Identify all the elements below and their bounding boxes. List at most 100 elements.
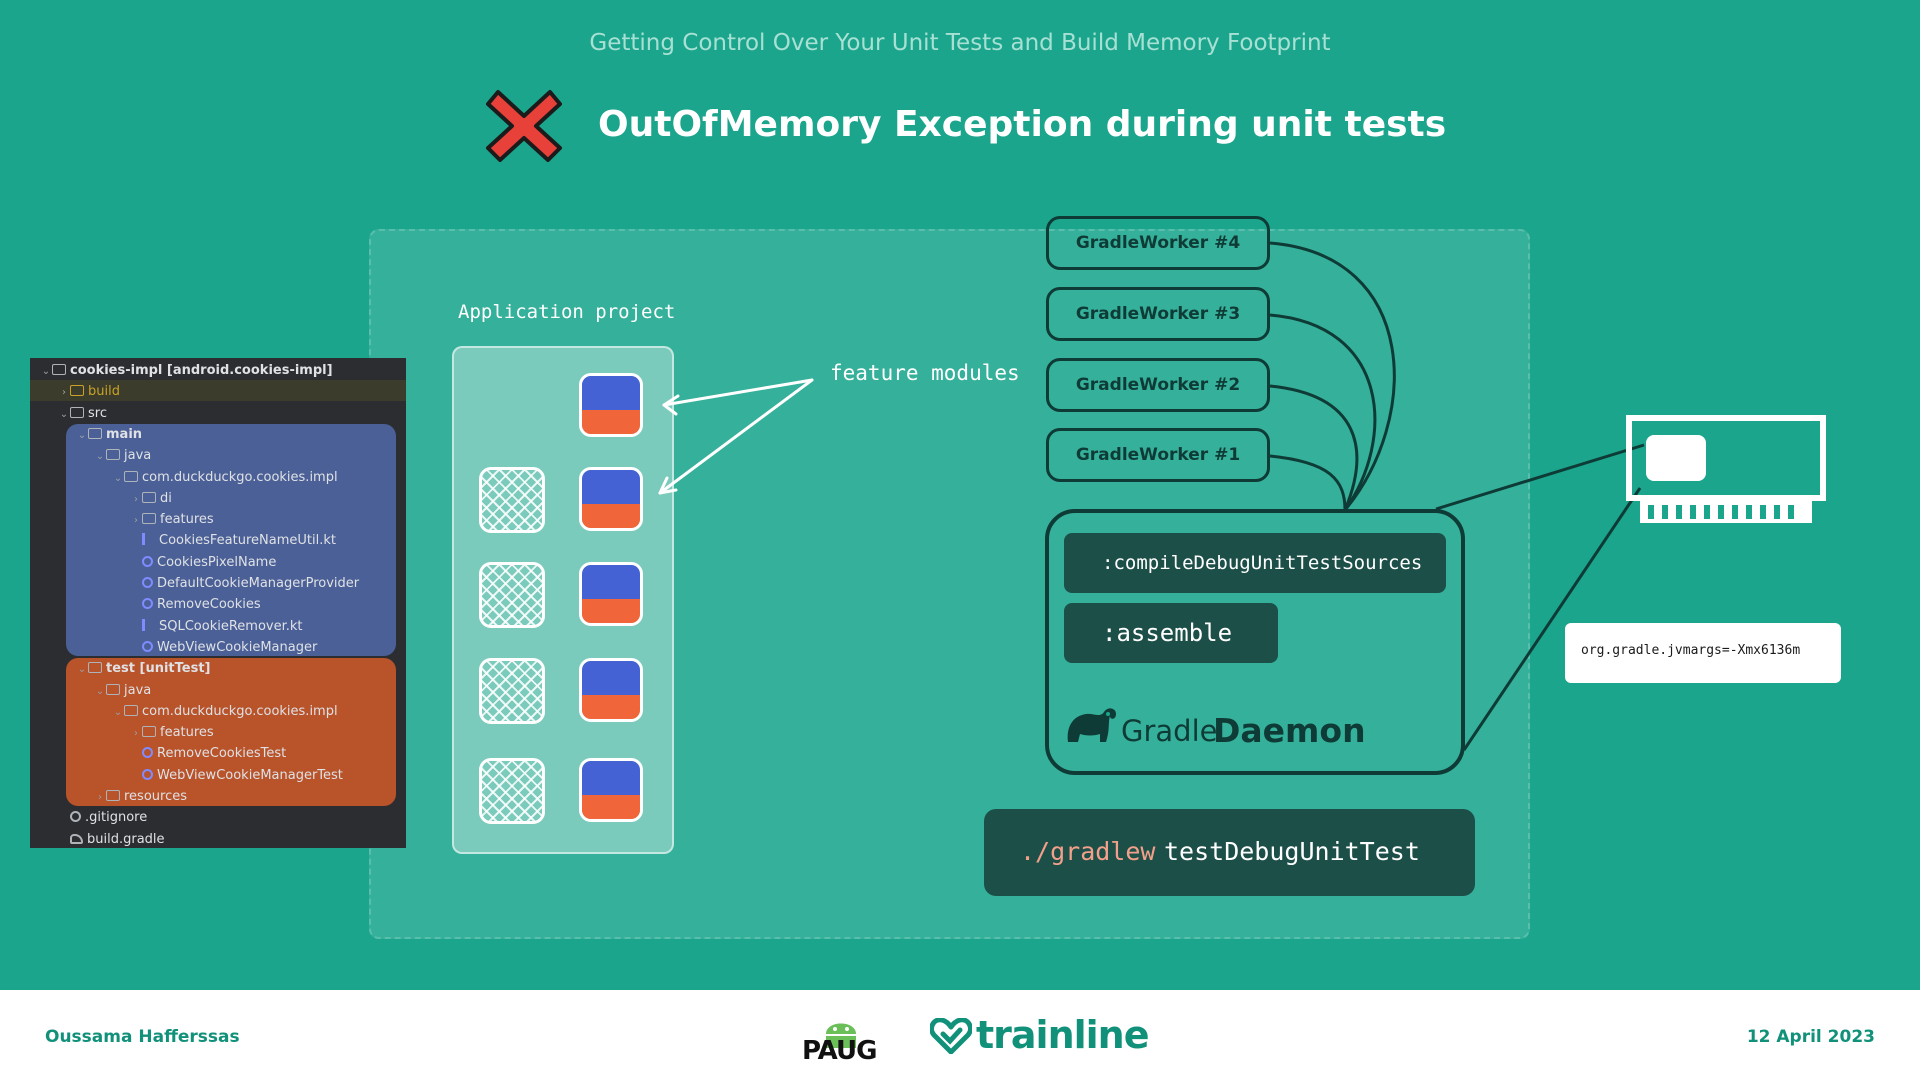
presentation-date: 12 April 2023: [1746, 1027, 1875, 1047]
chevron-down-icon[interactable]: ⌄: [41, 366, 51, 377]
build-folder-highlight: [30, 380, 406, 401]
gitignore-icon: [70, 811, 81, 823]
gradle-command-box: [984, 809, 1475, 896]
slide-title: OutOfMemory Exception during unit tests: [598, 104, 1447, 145]
command-prefix: ./gradlew: [1020, 837, 1156, 866]
tree-item-label: features: [160, 512, 214, 528]
tree-item[interactable]: ›features: [30, 722, 214, 743]
tree-item[interactable]: SQLCookieRemover.kt: [30, 616, 303, 637]
gradle-file-icon: [70, 833, 83, 844]
tree-item[interactable]: › build: [30, 381, 120, 402]
folder-icon: [70, 385, 84, 397]
folder-icon: [88, 427, 102, 439]
tree-item-label: resources: [124, 789, 188, 804]
tree-item[interactable]: CookiesFeatureNameUtil.kt: [30, 530, 336, 551]
kotlin-class-icon: [142, 640, 153, 652]
tree-item[interactable]: DefaultCookieManagerProvider: [30, 573, 359, 594]
chevron-right-icon[interactable]: ›: [62, 387, 66, 399]
app-project-label: Application project: [458, 301, 676, 323]
package-icon: [142, 513, 156, 525]
test-source-set-highlight: [66, 658, 396, 806]
tree-item[interactable]: › resources: [30, 786, 187, 807]
tree-item-label: build.gradle: [87, 831, 165, 847]
kotlin-file-icon: [142, 618, 155, 631]
tree-item[interactable]: ⌄ cookies-impl [android.cookies-impl]: [30, 360, 333, 381]
tree-item[interactable]: build.gradle: [30, 829, 165, 850]
gradle-elephant-icon: [1067, 708, 1116, 742]
tree-item[interactable]: ⌄ test [unitTest]: [30, 658, 211, 679]
chevron-down-icon[interactable]: ⌄: [95, 685, 105, 697]
tree-item-label: WebViewCookieManager: [157, 639, 318, 655]
tree-item-label: di: [160, 490, 172, 506]
tree-item-label: DefaultCookieManagerProvider: [157, 576, 360, 591]
tree-item[interactable]: › di: [30, 488, 172, 509]
chevron-right-icon[interactable]: ›: [134, 493, 138, 505]
tree-item[interactable]: RemoveCookies: [30, 594, 261, 615]
tree-item-label: RemoveCookies: [157, 597, 261, 613]
chevron-down-icon[interactable]: ⌄: [113, 706, 123, 718]
tree-item[interactable]: ⌄ java: [30, 680, 151, 701]
tree-item-label: build: [88, 384, 120, 400]
tree-item-label: CookiesPixelName: [157, 554, 277, 570]
tree-item-label: main: [106, 426, 143, 442]
folder-icon: [70, 406, 84, 418]
feature-module: [579, 658, 643, 722]
tree-item[interactable]: .gitignore: [30, 807, 147, 828]
tree-item[interactable]: ⌄ com.duckduckgo.cookies.impl: [30, 467, 338, 488]
compile-task: :compileDebugUnitTestSources: [1064, 533, 1446, 593]
package-icon: [124, 470, 138, 482]
tree-item[interactable]: ⌄com.duckduckgo.cookies.impl: [30, 701, 338, 722]
chevron-right-icon[interactable]: ›: [134, 728, 138, 740]
ram-chip-icon: [1626, 415, 1826, 523]
tree-item-label: java: [124, 448, 152, 464]
tree-item[interactable]: › features: [30, 509, 214, 530]
gradle-daemon-box: [1045, 509, 1465, 775]
daemon-text: Daemon: [1213, 711, 1366, 750]
empty-module: [479, 467, 545, 533]
chevron-right-icon[interactable]: ›: [98, 792, 102, 803]
chevron-down-icon[interactable]: ⌄: [95, 451, 105, 463]
tree-item-label: SQLCookieRemover.kt: [159, 618, 303, 634]
daemon-gradle-text: Gradle: [1121, 714, 1218, 748]
feature-module: [579, 758, 643, 822]
tree-item[interactable]: WebViewCookieManagerTest: [30, 765, 343, 786]
feature-module: [579, 467, 643, 531]
main-source-set-highlight: [66, 424, 396, 656]
tree-item[interactable]: ⌄src: [30, 403, 107, 424]
chevron-down-icon[interactable]: ⌄: [113, 472, 123, 484]
package-icon: [142, 491, 156, 503]
kotlin-class-icon: [142, 747, 153, 759]
tree-item-label: java: [124, 682, 152, 698]
package-icon: [142, 726, 156, 738]
folder-icon: [88, 662, 102, 674]
kotlin-class-icon: [142, 768, 153, 780]
tree-item-label: .gitignore: [85, 810, 148, 826]
paug-logo-text: PAUG: [802, 1036, 877, 1066]
tree-item[interactable]: WebViewCookieManager: [30, 637, 317, 658]
tree-item[interactable]: RemoveCookiesTest: [30, 743, 286, 764]
tree-item[interactable]: ⌄ main: [30, 424, 142, 445]
gradle-worker-1: GradleWorker #1: [1046, 428, 1270, 482]
presentation-subtitle: Getting Control Over Your Unit Tests and…: [589, 30, 1331, 56]
kotlin-class-icon: [142, 555, 153, 567]
chevron-right-icon[interactable]: ›: [134, 515, 138, 527]
package-icon: [124, 704, 138, 716]
chevron-down-icon[interactable]: ⌄: [77, 664, 87, 676]
chevron-down-icon[interactable]: ⌄: [59, 408, 69, 420]
chevron-down-icon[interactable]: ⌄: [77, 429, 87, 441]
tree-item-label: CookiesFeatureNameUtil.kt: [159, 533, 336, 549]
empty-module: [479, 562, 545, 628]
tree-item-label: cookies-impl [android.cookies-impl]: [70, 363, 333, 378]
app-project-box: [452, 346, 674, 854]
feature-module: [579, 373, 643, 437]
gradle-worker-3: GradleWorker #3: [1046, 287, 1270, 341]
empty-module: [479, 658, 545, 724]
tree-item-label: test [unitTest]: [106, 661, 211, 677]
tree-item[interactable]: ⌄ java: [30, 445, 151, 466]
command-task: testDebugUnitTest: [1164, 837, 1420, 866]
kotlin-class-icon: [142, 577, 153, 588]
tree-item-label: com.duckduckgo.cookies.impl: [142, 469, 338, 485]
gradle-worker-4: GradleWorker #4: [1046, 216, 1270, 270]
tree-item[interactable]: CookiesPixelName: [30, 552, 276, 573]
